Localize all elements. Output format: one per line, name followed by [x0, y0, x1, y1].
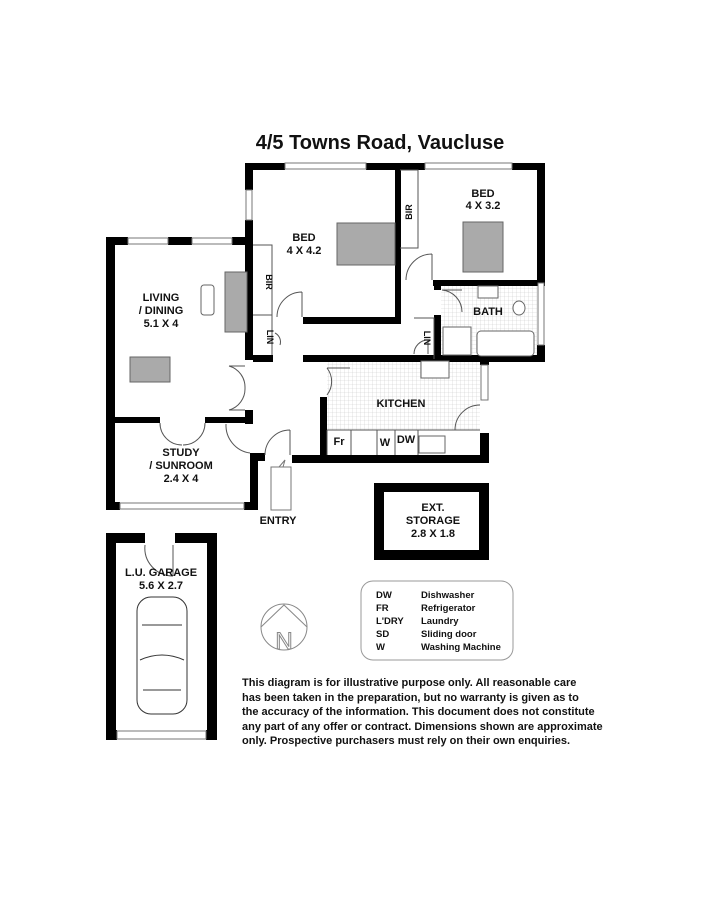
svg-text:L.U. GARAGE: L.U. GARAGE — [125, 567, 197, 579]
kitchen-floor — [327, 362, 480, 430]
svg-text:STORAGE: STORAGE — [406, 515, 460, 527]
disclaimer-line: has been taken in the preparation, but n… — [242, 691, 579, 704]
svg-text:BIR: BIR — [264, 274, 274, 290]
svg-text:L'DRY: L'DRY — [376, 616, 404, 627]
page-title: 4/5 Towns Road, Vaucluse — [256, 132, 505, 154]
furniture — [129, 221, 535, 715]
dining-table — [129, 356, 171, 383]
svg-text:DW: DW — [376, 590, 392, 601]
svg-text:KITCHEN: KITCHEN — [377, 398, 426, 410]
bed1-bed — [336, 222, 396, 266]
svg-text:ENTRY: ENTRY — [260, 515, 298, 527]
svg-text:BIR: BIR — [404, 204, 414, 220]
svg-text:STUDY: STUDY — [162, 447, 200, 459]
svg-text:EXT.: EXT. — [421, 502, 444, 514]
disclaimer-line: only. Prospective purchasers must rely o… — [242, 735, 571, 747]
bed2-bed — [462, 221, 504, 273]
svg-text:W: W — [376, 642, 385, 653]
shower — [442, 326, 472, 356]
svg-text:N: N — [275, 628, 292, 655]
disclaimer-line: This diagram is for illustrative purpose… — [242, 677, 577, 689]
disclaimer-line: the accuracy of the information. This do… — [242, 706, 595, 718]
sofa — [224, 271, 248, 333]
svg-text:4 X 4.2: 4 X 4.2 — [287, 245, 322, 257]
svg-text:Sliding door: Sliding door — [421, 629, 477, 640]
disclaimer: This diagram is for illustrative purpose… — [242, 676, 603, 749]
svg-text:FR: FR — [376, 603, 389, 614]
svg-text:SD: SD — [376, 629, 389, 640]
svg-text:2.8 X 1.8: 2.8 X 1.8 — [411, 528, 455, 540]
north-compass-icon: N — [260, 603, 308, 656]
disclaimer-line: any part of any offer or contract. Dimen… — [242, 720, 603, 733]
svg-text:W: W — [380, 437, 391, 449]
windows — [116, 162, 545, 740]
svg-text:Laundry: Laundry — [421, 616, 459, 627]
svg-text:LIN: LIN — [265, 330, 275, 345]
entry-arrow-icon — [270, 459, 292, 511]
svg-text:2.4 X 4: 2.4 X 4 — [164, 473, 200, 485]
coffee-table — [200, 284, 215, 316]
basin — [477, 285, 499, 299]
svg-text:DW: DW — [397, 434, 416, 446]
svg-text:4 X 3.2: 4 X 3.2 — [466, 200, 501, 212]
doors — [144, 169, 481, 577]
svg-text:Refrigerator: Refrigerator — [421, 603, 476, 614]
svg-text:BED: BED — [292, 232, 315, 244]
legend: DW Dishwasher FR Refrigerator L'DRY Laundry… — [360, 580, 514, 661]
sink — [418, 435, 446, 454]
toilet — [512, 300, 526, 316]
cooktop — [420, 360, 450, 379]
room-labels: LIVING / DINING 5.1 X 4 BED 4 X 4.2 BED … — [125, 188, 503, 592]
bathtub — [476, 330, 535, 357]
car-icon — [136, 596, 188, 715]
svg-text:Dishwasher: Dishwasher — [421, 590, 475, 601]
svg-text:/ DINING: / DINING — [139, 305, 184, 317]
svg-text:5.1 X 4: 5.1 X 4 — [144, 318, 180, 330]
svg-text:/ SUNROOM: / SUNROOM — [149, 460, 213, 472]
svg-text:LIVING: LIVING — [143, 292, 180, 304]
svg-text:5.6 X 2.7: 5.6 X 2.7 — [139, 580, 183, 592]
svg-text:Washing Machine: Washing Machine — [421, 642, 501, 653]
svg-text:BED: BED — [471, 188, 494, 200]
walls — [106, 163, 545, 740]
svg-text:LIN: LIN — [422, 331, 432, 346]
svg-text:Fr: Fr — [334, 436, 346, 448]
svg-text:BATH: BATH — [473, 306, 503, 318]
